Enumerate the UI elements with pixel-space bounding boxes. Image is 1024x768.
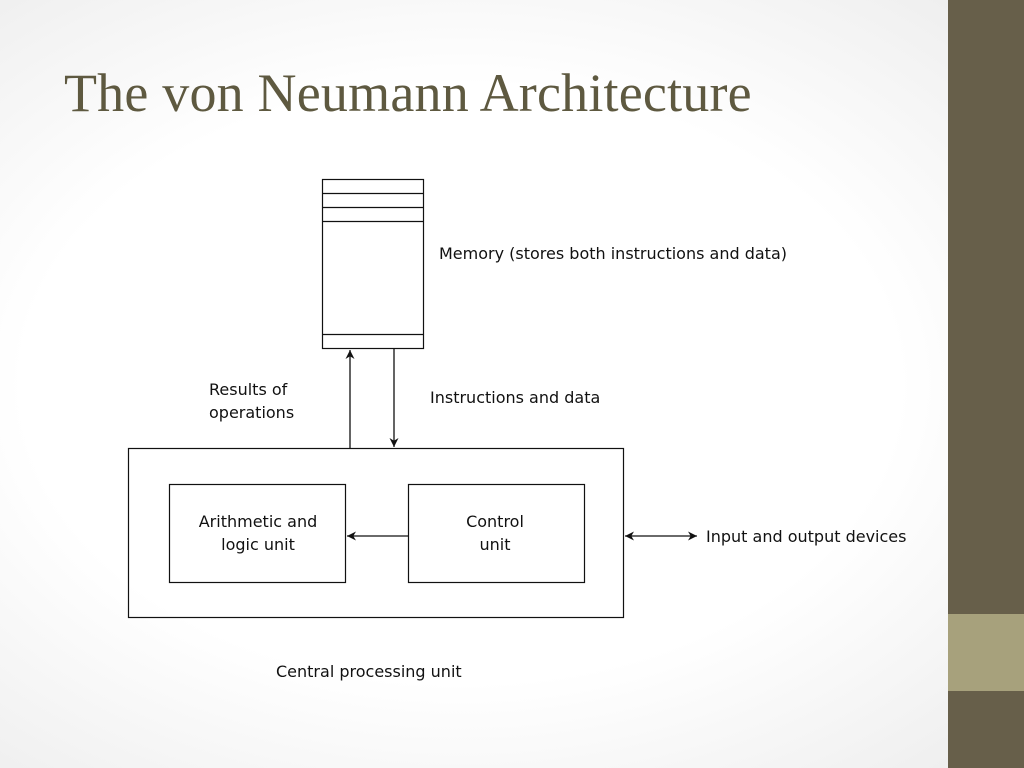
results-label-line2: operations [209,403,295,422]
slide-title: The von Neumann Architecture [64,63,752,123]
alu-label: Arithmetic and logic unit [170,510,346,556]
results-label: Results of operations [209,378,294,424]
alu-label-line2: logic unit [221,535,295,554]
memory-label: Memory (stores both instructions and dat… [439,244,787,263]
control-label-line1: Control [466,512,524,531]
alu-box [168,483,347,584]
control-unit-label: Control unit [407,510,583,556]
control-label-line2: unit [479,535,511,554]
memory-block [321,178,425,350]
io-devices-label: Input and output devices [706,527,907,546]
alu-label-line1: Arithmetic and [198,512,318,531]
cpu-label: Central processing unit [276,662,462,681]
sidebar-accent-block [948,614,1024,691]
cpu-box [127,447,625,619]
instructions-label: Instructions and data [430,388,601,407]
control-unit-box [407,483,586,584]
results-label-line1: Results of [209,380,288,399]
